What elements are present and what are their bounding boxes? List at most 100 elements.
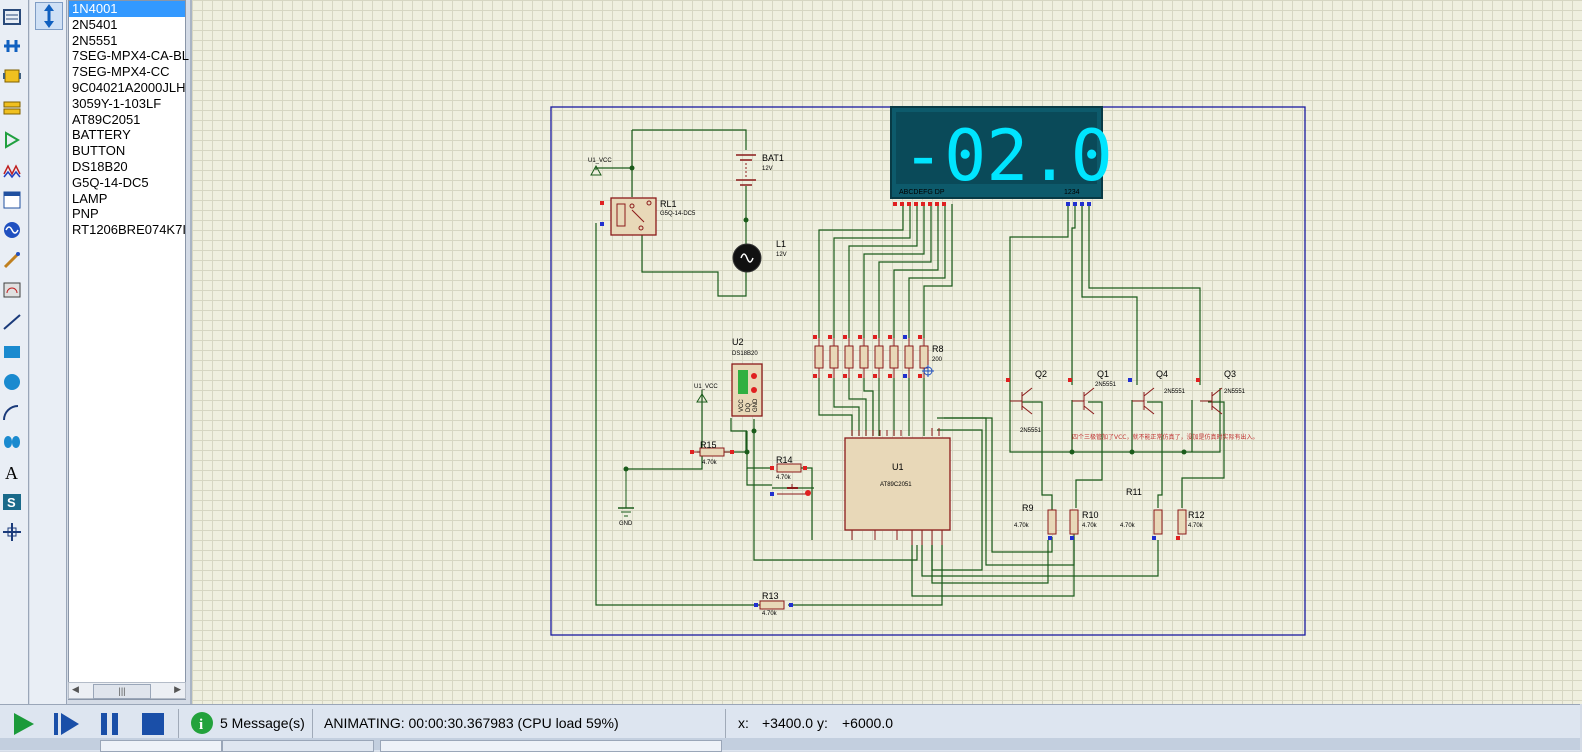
r15-value: 4.70k [702,460,718,466]
q3-name: Q3 [1224,369,1236,379]
mode-toolbar: A S [0,0,29,710]
resistor-array-r1-r8[interactable] [814,345,929,369]
taskbar-tab[interactable] [380,740,722,752]
relay-rl1[interactable]: RL1 G5Q-14-DC5 [600,197,696,236]
q1-part: 2N5551 [1095,382,1117,388]
r9-name: R9 [1022,503,1034,513]
lamp-l1[interactable]: L1 12V [732,239,787,273]
r13-value: 4.70k [762,611,778,617]
r14-name: R14 [776,455,793,465]
display-value: -02.0 [902,115,1113,197]
q3-part: 2N5551 [1224,389,1246,395]
l1-value: 12V [776,252,787,258]
q4-name: Q4 [1156,369,1168,379]
q4-part: 2N5551 [1164,389,1186,395]
sensor-u2-ds18b20[interactable]: U2 DS18B20 VCC DQ GND [731,337,763,417]
box-tool-icon[interactable] [0,339,24,365]
r14-value: 4.70k [776,475,792,481]
r13-name: R13 [762,591,779,601]
schematic-canvas[interactable]: -02.0 ABCDEFG DP 1234 BAT1 12V L1 12V RL… [190,0,1582,704]
bus-mode-icon[interactable] [0,95,24,121]
device-list-item[interactable]: 7SEG-MPX4-CC [72,64,170,80]
resistor-r12[interactable]: R12 4.70k [1177,509,1205,535]
device-list-item[interactable]: 2N5401 [72,16,118,32]
vcc-top-label: U1_VCC [588,158,612,164]
path-tool-icon[interactable] [0,429,24,455]
device-list-item[interactable]: 3059Y-1-103LF [72,95,162,111]
probe-mode-icon[interactable] [0,247,24,273]
device-list-item[interactable]: PNP [72,206,99,222]
rotate-orientation-icon[interactable] [35,2,63,30]
junction-dots [623,165,1187,472]
device-list-item[interactable]: AT89C2051 [72,111,141,127]
junction-dot-icon[interactable] [0,33,24,59]
instrument-mode-icon[interactable] [0,277,24,303]
rl1-part: G5Q-14-DC5 [660,211,696,217]
marker-tool-icon[interactable] [0,519,24,545]
mcu-u1-at89c2051[interactable]: U1 AT89C2051 [844,428,951,545]
resistor-r14[interactable]: R14 4.70k [770,455,807,481]
stop-button[interactable] [140,711,166,737]
resistor-r15[interactable]: R15 4.70k [690,440,734,466]
terminal-mode-icon[interactable] [0,127,24,153]
push-button[interactable] [770,484,811,496]
generator-mode-icon[interactable] [0,217,24,243]
transistor-q3[interactable] [1200,387,1223,415]
device-list-item[interactable]: DS18B20 [72,158,128,174]
resistor-r11[interactable]: R11 4.70k [1120,487,1163,535]
messages-count[interactable]: 5 Message(s) [220,715,305,731]
tape-recorder-icon[interactable] [0,187,24,213]
resistor-r9[interactable]: R9 4.70k [1014,503,1057,535]
device-list-item[interactable]: 7SEG-MPX4-CA-BL [72,48,190,64]
u2-name: U2 [732,337,744,347]
pause-button[interactable] [98,711,122,737]
taskbar-tab[interactable] [100,740,222,752]
device-picker-bar [30,0,67,710]
x-coordinate-label: x: [738,715,749,731]
animation-status: ANIMATING: 00:00:30.367983 (CPU load 59%… [324,715,619,731]
component-mode-icon[interactable] [0,63,24,89]
ground-terminal[interactable]: GND [618,469,634,527]
scroll-thumb[interactable]: ||| [93,684,151,699]
device-list-item[interactable]: RT1206BRE074K7I [72,222,186,238]
circle-tool-icon[interactable] [0,369,24,395]
step-button[interactable] [52,711,80,737]
battery-bat1[interactable]: BAT1 12V [736,153,784,186]
seven-segment-display[interactable]: -02.0 ABCDEFG DP 1234 [890,106,1113,199]
x-coordinate-value: +3400.0 [762,715,813,731]
info-icon[interactable]: i [190,711,214,735]
play-button[interactable] [10,711,36,737]
transistor-q1[interactable] [1072,387,1095,415]
resistor-r10[interactable]: R10 4.70k [1069,509,1099,535]
taskbar-tab[interactable] [222,740,374,752]
line-tool-icon[interactable] [0,309,24,335]
device-list-scrollbar[interactable]: ◀ ||| ▶ [68,682,186,699]
resistor-r13[interactable]: R13 4.70k [754,591,793,617]
scroll-left-icon[interactable]: ◀ [72,684,79,694]
scroll-right-icon[interactable]: ▶ [174,684,181,694]
rl1-name: RL1 [660,199,677,209]
display-pins [893,202,1091,206]
device-list-item[interactable]: LAMP [72,190,108,206]
transistor-q4[interactable] [1132,387,1155,415]
selection-mode-icon[interactable] [0,4,24,30]
r10-value: 4.70k [1082,523,1098,529]
device-list-item[interactable]: 9C04021A2000JLH [72,79,186,95]
symbol-tool-icon[interactable]: S [0,489,24,515]
annotation-note: 四个三极管加了VCC，就不能正常仿真了，没加是仿真时实际有出入。 [1072,433,1259,441]
device-list-item[interactable]: 1N4001 [69,1,185,17]
graph-mode-icon[interactable] [0,157,24,183]
r11-value: 4.70k [1120,523,1136,529]
transistor-q2[interactable] [1010,387,1033,415]
device-list-item[interactable]: BUTTON [72,143,126,159]
r12-name: R12 [1188,510,1205,520]
vcc-terminal-mid[interactable]: U1_VCC [694,384,718,403]
device-list-item[interactable]: BATTERY [72,127,131,143]
device-list-item[interactable]: 2N5551 [72,32,118,48]
vcc-terminal-top[interactable]: U1_VCC [588,158,612,176]
text-tool-icon[interactable]: A [0,459,24,485]
device-list-item[interactable]: G5Q-14-DC5 [72,174,149,190]
y-coordinate-label: y: [817,715,828,731]
arc-tool-icon[interactable] [0,399,24,425]
